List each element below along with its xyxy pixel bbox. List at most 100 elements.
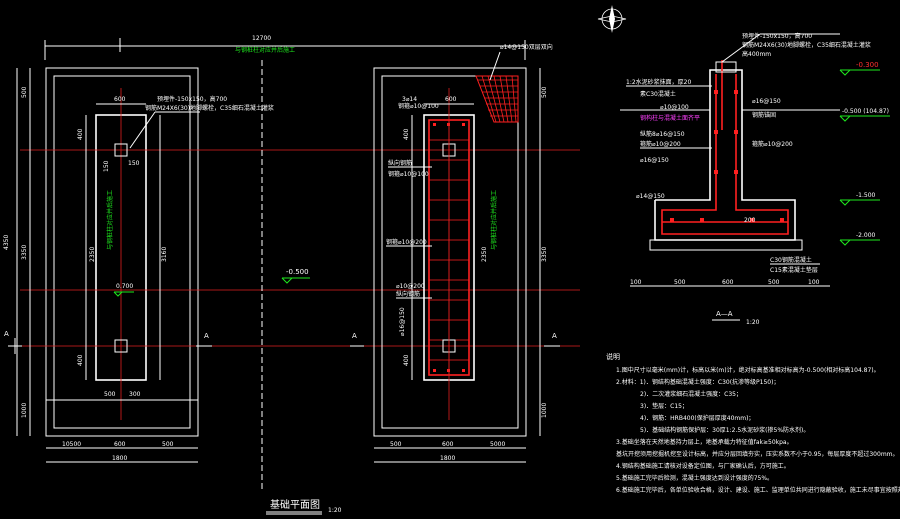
overall-width-dim: 12700	[252, 35, 271, 42]
left-d3160: 3160	[161, 247, 168, 262]
left-outer-pad	[45, 67, 199, 437]
right-bdim-b: 600	[442, 441, 454, 448]
sec-left-8: ⌀14@150	[636, 193, 665, 200]
note-line-8: 4.钢结构基础施工请核对设备定位图，与厂家确认后，方可施工。	[616, 462, 790, 470]
right-label-1b: 钢箍⌀10@100	[388, 170, 429, 178]
right-col-width: 600	[445, 96, 457, 103]
anchor-bolt-top	[114, 143, 128, 157]
right-col-bars: 3⌀14	[402, 96, 417, 103]
sec-right-1: ⌀16@150	[752, 98, 781, 105]
sec-left-2: 素C30混凝土	[640, 90, 676, 98]
sec-left-7: ⌀16@150	[640, 157, 669, 164]
left-top-dim: 500	[21, 86, 28, 98]
left-elev: 0.700	[116, 283, 133, 290]
note-line-10: 6.基础施工完毕后，各单位验收合格，设计、建设、施工、监理单位共同进行隐蔽验收，…	[616, 486, 900, 494]
section-mark-a-left: A	[4, 330, 9, 338]
section-mark-a-3: A	[552, 332, 557, 340]
design-notes: 说明 1.图中尺寸以毫米(mm)计，标高以米(m)计，绝对标高基准相对标高为-0…	[606, 352, 900, 494]
sec-elev-2: -0.500 (104.87)	[842, 108, 889, 115]
section-a-a: 预埋件-150x150，高700 钢筋M24X6(30)地脚螺栓，C35细石混凝…	[620, 32, 890, 326]
sec-bdim-c: 600	[722, 279, 734, 286]
right-label-5: 纵向钢筋	[396, 290, 420, 298]
right-foundation-plan: ⌀14@150双层双向 钢箍⌀10@100 3⌀14 600 纵向钢筋 钢箍	[373, 43, 553, 463]
left-mid-dim: 3350	[21, 245, 28, 260]
section-mark-a-1: A	[204, 332, 209, 340]
note-line-2: 2)．二次灌浆细石混凝土强度：C35；	[640, 390, 742, 398]
hatched-mesh-area: ⌀14@150双层双向	[475, 43, 553, 123]
left-d2350: 2350	[89, 247, 96, 262]
notes-heading: 说明	[606, 352, 620, 361]
sec-right-6: C15素混凝土垫层	[770, 266, 818, 274]
right-label-6: ⌀16@150	[399, 307, 406, 336]
right-label-3: 钢箍⌀10@200	[386, 238, 427, 246]
left-d150: 150	[103, 160, 110, 172]
left-vertical-note: 与钢桩柱对应并后施工	[106, 190, 114, 250]
sec-bdim-e: 100	[808, 279, 820, 286]
sec-right-5: C30钢筋混凝土	[770, 256, 812, 264]
right-d400b: 400	[403, 354, 410, 366]
section-markers: A A A A	[4, 330, 560, 354]
right-label-4: ⌀10@200	[396, 283, 425, 290]
note-line-6: 3.基础坐落在天然地基持力层上，地基承载力特征值fak≥50kpa。	[616, 438, 793, 446]
anchor-bolt-bottom	[114, 339, 128, 353]
sec-callout-2: 钢筋M24X6(30)地脚螺栓，C35细石混凝土灌浆	[742, 41, 871, 49]
right-label-bars: 钢箍⌀10@100	[398, 102, 439, 110]
left-bdim-d: 600	[114, 441, 126, 448]
sec-right-3: 钢筋锚固	[752, 111, 776, 119]
left-bottom-dim: 1000	[21, 403, 28, 418]
right-bdim-c: 5000	[490, 441, 505, 448]
left-d400a: 400	[77, 128, 84, 140]
sec-right-4: 200	[744, 217, 756, 224]
left-bdim-c: 10500	[62, 441, 81, 448]
section-title: A—A	[716, 310, 733, 318]
right-dim-top: 500	[541, 86, 548, 98]
note-line-3: 3)．垫层：C15；	[640, 402, 688, 410]
right-vertical-note: 与钢桩柱对应并后施工	[490, 190, 498, 250]
sec-callout-1: 预埋件-150x150，高700	[742, 32, 812, 40]
right-bdim-total: 1800	[440, 455, 455, 462]
left-callout2: 钢筋M24X6(30)地脚螺栓，C35细石混凝土灌浆	[145, 104, 274, 112]
section-scale: 1:20	[746, 319, 760, 326]
sec-left-4: 钢构柱与混凝土面齐平	[640, 114, 700, 122]
section-cushion	[649, 239, 803, 251]
note-line-4: 4)．钢筋：HRB400(保护层厚度40mm)；	[640, 414, 754, 422]
sec-bdim-d: 500	[768, 279, 780, 286]
left-bdim-a: 500	[104, 391, 116, 398]
sec-right-2: 箍筋⌀10@200	[752, 140, 793, 148]
sec-callout-3: 高400mm	[742, 50, 771, 58]
plan-title-block: 基础平面图 1:20	[266, 498, 342, 515]
right-d400: 400	[403, 128, 410, 140]
sec-left-3: ⌀10@100	[660, 104, 689, 111]
sec-elev-4: -2.000	[856, 232, 876, 239]
note-line-9: 5.基础施工完毕后检测，混凝土强度达到设计强度的75%。	[616, 474, 773, 482]
left-outer-dim: 4350	[3, 235, 10, 250]
note-line-1: 2.材料：1)．钢结构基础混凝土强度：C30(抗渗等级P150)；	[616, 378, 779, 386]
right-dim-mid: 3350	[541, 247, 548, 262]
section-mark-a-2: A	[352, 332, 357, 340]
center-elevation: -0.500	[261, 60, 310, 490]
left-bdim-e: 500	[162, 441, 174, 448]
sec-left-1: 1:2水泥砂浆抹面，厚20	[626, 78, 691, 86]
right-d2350: 2350	[481, 247, 488, 262]
north-arrow-icon	[597, 5, 627, 33]
sec-bdim-a: 100	[630, 279, 642, 286]
top-green-note: 与钢桩柱对应并后施工	[235, 46, 295, 54]
left-callout: 预埋件-150x150，高700	[157, 95, 227, 103]
sec-left-5: 纵筋8⌀16@150	[640, 130, 685, 138]
left-col-width: 600	[114, 96, 126, 103]
center-elev: -0.500	[286, 268, 309, 276]
right-bdim-a: 500	[390, 441, 402, 448]
left-bdim-total: 1800	[112, 455, 127, 462]
section-outline	[654, 69, 796, 241]
sec-elev-3: -1.500	[856, 192, 876, 199]
plan-title: 基础平面图	[270, 498, 320, 511]
right-dim-bottom: 1000	[541, 403, 548, 418]
left-d150b: 150	[128, 160, 140, 167]
sec-left-6: 箍筋⌀10@200	[640, 140, 681, 148]
right-label-2: 纵向钢筋	[388, 159, 412, 167]
note-line-0: 1.图中尺寸以毫米(mm)计，标高以米(m)计，绝对标高基准相对标高为-0.50…	[616, 366, 880, 374]
sec-bdim-b: 500	[674, 279, 686, 286]
note-line-7: 基坑开挖须用挖掘机挖至设计标高，并应分层回填夯实，压实系数不小于0.95，每层厚…	[616, 450, 899, 458]
sec-elev-1: -0.300	[856, 61, 879, 69]
